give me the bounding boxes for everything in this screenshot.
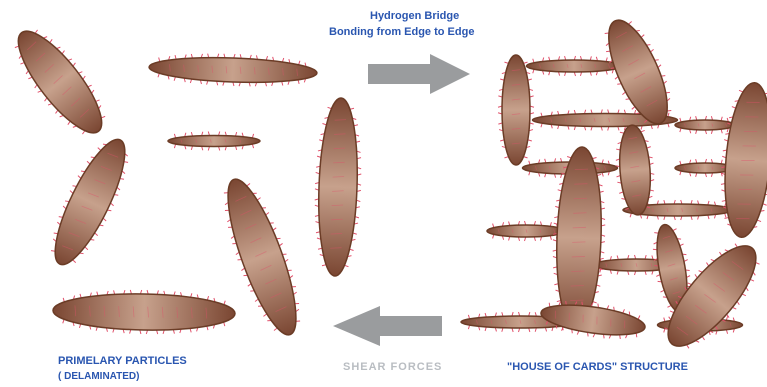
house-of-cards-label: "HOUSE OF CARDS" STRUCTURE [507,361,688,373]
particle-left-3 [168,132,260,151]
hydrogen-bridge-label: Hydrogen Bridge [370,10,459,22]
shear-forces-label: SHEAR FORCES [343,361,442,373]
right-arrow-icon [368,54,470,94]
particle-house-v8 [539,296,648,344]
particle-house-v4 [613,124,657,216]
delaminated-label: ( DELAMINATED) [58,371,139,382]
particle-left-4 [39,130,141,274]
particle-house-h1 [527,56,622,76]
primary-particles-label: PRIMELARY PARTICLES [58,355,187,367]
edge-bonding-label: Bonding from Edge to Edge [329,26,474,38]
particle-house-h3 [675,116,735,134]
particle-left-1 [3,18,118,146]
particles-group [3,11,767,361]
particle-house-h7 [487,221,565,241]
particle-left-7 [53,288,236,335]
particle-left-5 [312,97,364,276]
particle-house-v1 [498,55,534,165]
left-arrow-icon [333,306,442,346]
particle-left-2 [148,51,317,89]
particle-house-v3 [715,81,767,240]
